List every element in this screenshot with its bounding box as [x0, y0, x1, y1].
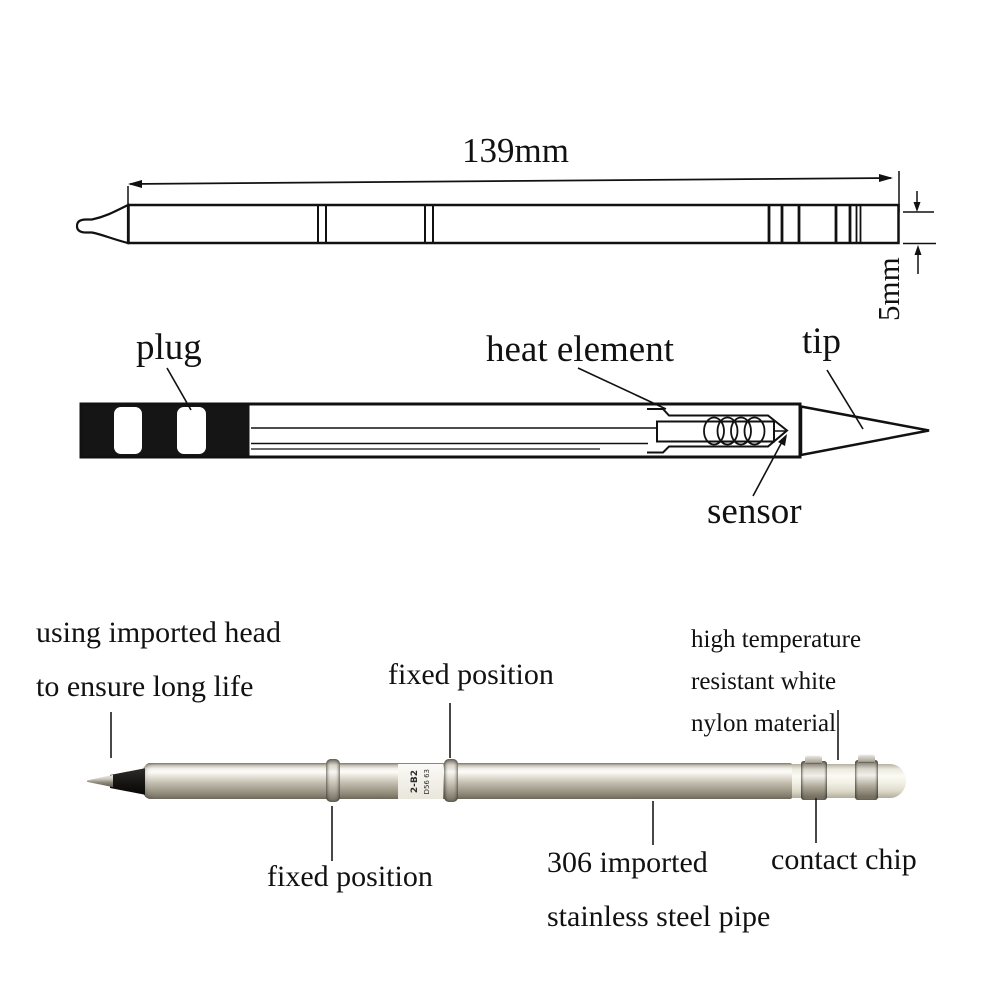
fixed-position-top-label: fixed position	[388, 658, 554, 691]
pipe-callout-line1: 306 imported	[547, 846, 708, 879]
body-section-lines	[317, 206, 862, 242]
heat-element-label: heat element	[486, 329, 674, 370]
nylon-callout-line3: nylon material	[691, 710, 837, 737]
diameter-dimension	[903, 191, 936, 274]
sensor-leader-arrow	[778, 434, 787, 446]
fixed-position-bottom-label: fixed position	[267, 860, 433, 893]
tip-leader-line	[826, 369, 864, 430]
contact-chip-band-1	[801, 761, 827, 800]
length-dimension-label: 139mm	[462, 131, 569, 170]
plug-band-1	[114, 407, 142, 454]
top-dimension-drawing	[75, 171, 936, 274]
contact-chip-band-2	[855, 760, 878, 800]
head-callout-line2: to ensure long life	[36, 670, 254, 703]
photo-leader-lines	[110, 703, 839, 861]
tip-label: tip	[802, 321, 842, 362]
model-sticker: 2-B2 D56 63	[398, 764, 443, 799]
contact-chip-label: contact chip	[771, 843, 917, 876]
tip-cone	[799, 404, 930, 457]
cross-section-drawing	[79, 367, 930, 497]
plug-label: plug	[136, 327, 202, 368]
tip-nose-outline	[75, 203, 130, 245]
sensor-label: sensor	[707, 491, 802, 532]
head-callout-line1: using imported head	[36, 616, 281, 649]
fixed-position-ring-1	[326, 759, 340, 802]
heater-core	[656, 420, 775, 443]
contact-chip-tab-2	[858, 754, 875, 763]
sensor-leader-line	[752, 439, 784, 497]
plug-section	[82, 405, 250, 456]
stainless-steel-pipe	[141, 763, 792, 799]
nylon-callout-line2: resistant white	[691, 668, 837, 695]
nylon-callout-line1: high temperature	[691, 626, 862, 653]
heat-element-leader-line	[577, 367, 667, 410]
fixed-position-ring-2	[444, 759, 458, 802]
heater-coil	[703, 416, 766, 446]
diameter-dimension-label: 5mm	[871, 257, 906, 321]
inner-shaft-lines	[251, 427, 657, 450]
pipe-callout-line2: stainless steel pipe	[547, 900, 771, 933]
plug-band-2	[177, 407, 206, 454]
dimension-arrow-left	[128, 180, 142, 188]
contact-chip-tab-1	[805, 755, 822, 764]
length-dimension-line	[129, 177, 892, 185]
heat-element-outline	[647, 408, 789, 454]
dimension-arrow-right	[879, 174, 893, 182]
plug-leader-line	[166, 367, 192, 411]
